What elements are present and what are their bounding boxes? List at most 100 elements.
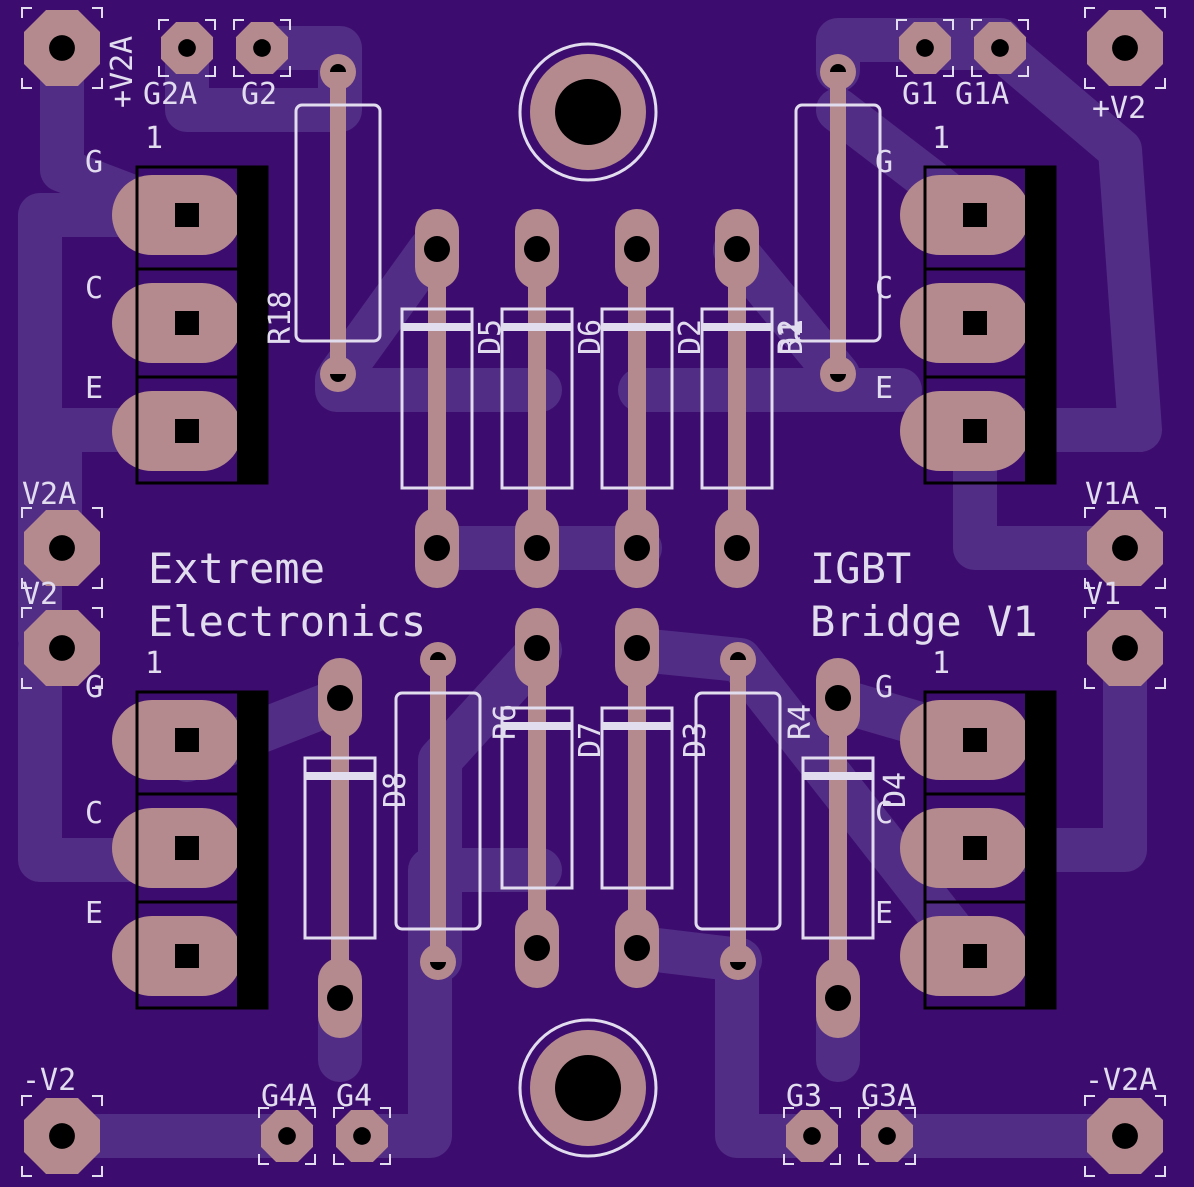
igbt-pin1-label-0: 1 — [145, 121, 163, 156]
diode-d8-pad-k — [318, 958, 362, 1038]
igbt-emitter-label-0: E — [85, 371, 103, 406]
diode-lead — [528, 284, 546, 513]
mounting-holes — [518, 42, 658, 1158]
silkscreen-text: Extreme Electronics IGBT Bridge V1 +V2A … — [22, 36, 1157, 1114]
pad-drill — [524, 535, 550, 561]
diode-d7-pad-k — [615, 908, 659, 988]
pad-v1a — [1084, 507, 1166, 589]
resistor-r4 — [694, 660, 782, 962]
pad-drill — [327, 685, 353, 711]
diode-lead — [628, 683, 646, 913]
ref-d4: D4 — [878, 772, 913, 808]
igbt-gate-label-2: G — [85, 670, 103, 705]
diode-d4 — [801, 733, 875, 963]
diode-lead — [829, 733, 847, 963]
pad-drill — [278, 1127, 296, 1145]
igbt-tab — [237, 692, 267, 1008]
igbt-tab — [237, 167, 267, 483]
igbt-q3 — [112, 690, 269, 1010]
resistor-outline — [294, 103, 382, 343]
pad-drill — [624, 236, 650, 262]
pad-drill — [1112, 535, 1138, 561]
diode-d1-pad-k — [715, 508, 759, 588]
pad-minus-v2 — [21, 1095, 103, 1177]
igbt-drill-3 — [963, 944, 987, 968]
igbt-drill-2 — [963, 836, 987, 860]
label-v1: V1 — [1085, 577, 1121, 612]
diode-d2-pad-a — [615, 209, 659, 289]
diode-band — [803, 772, 873, 780]
igbt-drill-2 — [175, 836, 199, 860]
label-minus-v2a: -V2A — [1085, 1063, 1157, 1098]
pad-outline — [1084, 507, 1166, 589]
pad-drill — [49, 635, 75, 661]
diode-lead — [331, 733, 349, 963]
diode-d7-left — [500, 683, 574, 913]
diode-d8 — [303, 733, 377, 963]
ref-d7: D7 — [573, 722, 608, 758]
resistor-lead — [330, 72, 346, 374]
diode-outline — [801, 756, 875, 940]
pad-drill — [624, 935, 650, 961]
pad-v2 — [21, 607, 103, 689]
diode-lead — [428, 284, 446, 513]
igbt-q1 — [112, 165, 269, 485]
diode-d5-pad-a — [415, 209, 459, 289]
pad-outline — [896, 19, 954, 77]
label-v1a: V1A — [1085, 477, 1139, 512]
diode-d7-pad-a — [615, 608, 659, 688]
igbt-tab — [1025, 167, 1055, 483]
pad-outline — [158, 19, 216, 77]
diode-d7-left-pad-a — [515, 608, 559, 688]
pad-drill — [353, 1127, 371, 1145]
pad-g1a — [971, 19, 1029, 77]
resistor-lead — [430, 660, 446, 962]
pad-drill — [524, 935, 550, 961]
ref-r18: R18 — [263, 291, 298, 345]
diode-d4-pad-a — [816, 658, 860, 738]
label-v2: V2 — [22, 577, 58, 612]
igbt-drill-3 — [963, 419, 987, 443]
igbt-emitter-label-3: E — [875, 896, 893, 931]
pad-plus-v2 — [1084, 7, 1166, 89]
igbt-drill-1 — [175, 728, 199, 752]
pad-drill — [524, 236, 550, 262]
pad-minus-v2a — [1084, 1095, 1166, 1177]
pad-drill — [724, 535, 750, 561]
label-g3: G3 — [786, 1079, 822, 1114]
pad-outline — [858, 1107, 916, 1165]
resistor-lead — [730, 660, 746, 962]
igbt-drill-3 — [175, 944, 199, 968]
igbt-tab — [1025, 692, 1055, 1008]
parts-layer — [112, 72, 1057, 1010]
diode-d4-pad-k — [816, 958, 860, 1038]
igbt-emitter-label-2: E — [85, 896, 103, 931]
pad-g4a — [258, 1107, 316, 1165]
diode-d1-pad-a — [715, 209, 759, 289]
pad-outline — [783, 1107, 841, 1165]
diode-d6-pad-k — [515, 508, 559, 588]
pad-drill — [803, 1127, 821, 1145]
diode-d7-left-pad-k — [515, 908, 559, 988]
diode-outline — [700, 307, 774, 490]
resistor-outline — [394, 691, 482, 931]
ref-d5: D5 — [473, 319, 508, 355]
label-minus-v2: -V2 — [22, 1063, 76, 1098]
pad-outline — [971, 19, 1029, 77]
igbt-drill-1 — [963, 203, 987, 227]
label-g3a: G3A — [861, 1079, 915, 1114]
igbt-gate-label-3: G — [875, 670, 893, 705]
pad-drill — [1112, 35, 1138, 61]
pad-outline — [1084, 1095, 1166, 1177]
diode-band — [305, 772, 375, 780]
igbt-collector-label-3: C — [875, 796, 893, 831]
igbt-gate-label-0: G — [85, 145, 103, 180]
pad-g2a — [158, 19, 216, 77]
pad-outline — [233, 19, 291, 77]
igbt-pin1-label-3: 1 — [932, 646, 950, 681]
mounting-hole-bottom-drill — [555, 1055, 621, 1121]
pad-v1 — [1084, 607, 1166, 689]
mounting-hole-top — [518, 42, 658, 182]
diode-band — [402, 323, 472, 331]
diode-outline — [600, 706, 674, 890]
